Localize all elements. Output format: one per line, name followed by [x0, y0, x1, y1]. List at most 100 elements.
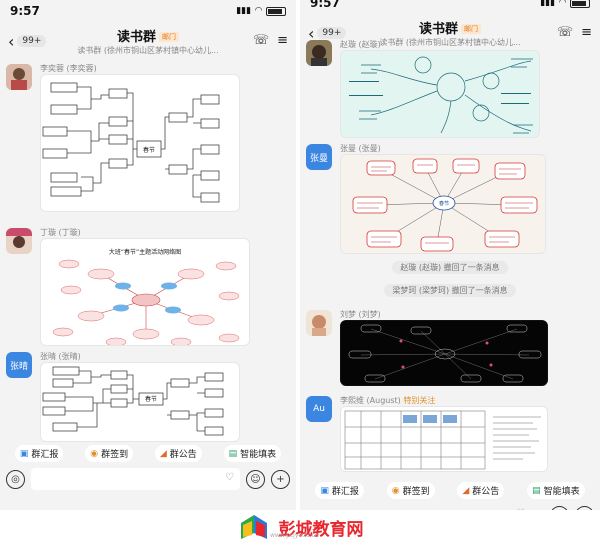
recall-notice: 赵璇 (赵璇) 撤回了一条消息: [300, 261, 600, 274]
message-item: 刘梦 (刘梦): [306, 310, 594, 390]
signal-icon: ▮▮▮: [540, 0, 556, 8]
message-item: 张曼 张曼 (张曼) 春节: [306, 144, 594, 254]
emoji-icon[interactable]: ☺: [246, 469, 265, 489]
sender-name: 张曼 (张曼): [340, 144, 381, 153]
form-icon: ▤: [532, 485, 541, 496]
message-item: 丁璇 (丁璇) 大班“春节”主题活动网络图: [6, 228, 290, 348]
battery-icon: [266, 6, 286, 16]
avatar-text: Au: [313, 404, 325, 414]
tool-group-signin[interactable]: ◉群签到: [386, 482, 435, 499]
status-bar: 9:57 ▮▮▮ ◠: [300, 0, 600, 14]
mindmap-drawing: 春节: [42, 82, 220, 203]
menu-icon[interactable]: ≡: [581, 25, 592, 40]
unread-count-badge[interactable]: 99+: [17, 35, 47, 47]
like-icon[interactable]: ♡: [225, 472, 234, 483]
plus-icon[interactable]: +: [271, 469, 290, 489]
unread-count-badge[interactable]: 99+: [317, 27, 347, 39]
mindmap-image[interactable]: 春节: [40, 74, 240, 212]
recall-notice: 梁梦珂 (梁梦珂) 撤回了一条消息: [300, 284, 600, 297]
chat-header: ‹ 99+ 读书群邮门 读书群 (徐州市铜山区茅村镇中心幼儿... ☏ ≡: [0, 22, 296, 60]
watermark-footer: 彭城教育网: [0, 510, 600, 544]
mindmap-center-label: 春节: [145, 395, 157, 403]
mindmap-image[interactable]: 春节: [40, 362, 240, 442]
mindmap-image[interactable]: [340, 320, 548, 386]
mindmap-image[interactable]: [340, 50, 540, 138]
notice-icon: ◢: [462, 485, 470, 496]
chat-title: 读书群: [116, 30, 156, 45]
avatar[interactable]: 张晴: [6, 352, 32, 378]
signin-icon: ◉: [90, 448, 99, 459]
tool-group-notice[interactable]: ◢群公告: [154, 445, 202, 462]
back-icon[interactable]: ‹: [8, 31, 15, 51]
form-icon: ▤: [228, 448, 238, 459]
wifi-icon: ◠: [255, 6, 262, 16]
card-title: 大班“春节”主题活动网络图: [108, 249, 182, 256]
chat-subtitle: 读书群 (徐州市铜山区茅村镇中心幼儿...: [77, 46, 219, 55]
mindmap-center-label: 春节: [143, 146, 155, 154]
signin-icon: ◉: [391, 485, 400, 496]
sender-name: 李熙维 (August) 特别关注: [340, 396, 436, 405]
mindmap-drawing: [341, 407, 547, 471]
signal-icon: ▮▮▮: [236, 6, 252, 16]
report-icon: ▣: [19, 448, 29, 459]
sender-name: 刘梦 (刘梦): [340, 310, 381, 319]
hot-tag: 邮门: [461, 23, 481, 34]
sender-name: 李奕蓉 (李奕蓉): [40, 64, 97, 73]
avatar-photo: [6, 64, 32, 90]
tool-group-notice[interactable]: ◢群公告: [457, 482, 505, 499]
back-icon[interactable]: ‹: [308, 23, 315, 43]
mindmap-image[interactable]: 春节: [340, 154, 546, 254]
status-time: 9:57: [10, 4, 40, 18]
mindmap-center-label: 春节: [439, 200, 449, 207]
tool-group-report[interactable]: ▣群汇报: [14, 445, 64, 462]
left-phone-screen: 9:57 ▮▮▮ ◠ ‹ 99+ 读书群邮门 读书群 (徐州市铜山区茅村镇中心幼…: [0, 0, 296, 510]
tool-smart-form[interactable]: ▤智能填表: [527, 482, 585, 499]
mindmap-image[interactable]: 大班“春节”主题活动网络图: [40, 238, 250, 346]
call-icon[interactable]: ☏: [556, 25, 574, 40]
brand-name: 彭城教育网: [278, 519, 364, 540]
status-bar: 9:57 ▮▮▮ ◠: [0, 0, 296, 22]
notice-icon: ◢: [159, 448, 167, 459]
tool-smart-form[interactable]: ▤智能填表: [223, 445, 282, 462]
mindmap-drawing: 春节: [341, 155, 545, 253]
battery-icon: [570, 0, 590, 8]
tool-group-signin[interactable]: ◉群签到: [85, 445, 134, 462]
mindmap-drawing: [52, 259, 240, 345]
right-phone-screen: 9:57 ▮▮▮ ◠ ‹ 99+ 读书群邮门 读书群 (徐州市铜山区茅村镇中心幼…: [300, 0, 600, 510]
avatar-photo: [6, 228, 32, 254]
mindmap-drawing: [341, 321, 547, 385]
avatar[interactable]: [306, 310, 332, 336]
sender-name: 张晴 (张晴): [40, 352, 81, 361]
brand-url: www.pcjyedu.cn: [270, 532, 319, 539]
avatar[interactable]: [6, 228, 32, 254]
call-icon[interactable]: ☏: [252, 33, 270, 48]
avatar-text: 张晴: [9, 361, 28, 372]
hot-tag: 邮门: [159, 31, 179, 42]
mindmap-drawing: [341, 51, 539, 137]
chat-title-block[interactable]: 读书群邮门 读书群 (徐州市铜山区茅村镇中心幼儿...: [360, 18, 540, 48]
avatar-photo: [306, 40, 332, 66]
avatar[interactable]: 张曼: [306, 144, 332, 170]
book-logo-icon: [240, 515, 267, 539]
chat-header: ‹ 99+ 读书群邮门 读书群 (徐州市铜山区茅村镇中心幼儿... ☏ ≡: [300, 14, 600, 52]
voice-icon[interactable]: ◎: [6, 469, 25, 489]
quick-tools-bar: ▣群汇报 ◉群签到 ◢群公告 ▤智能填表: [300, 482, 600, 499]
avatar[interactable]: Au: [306, 396, 332, 422]
status-time: 9:57: [310, 0, 340, 10]
message-input-bar: ◎ ♡ ☺ +: [0, 464, 296, 494]
avatar-photo: [306, 310, 332, 336]
avatar[interactable]: [306, 40, 332, 66]
mindmap-image[interactable]: [340, 406, 548, 472]
message-item: 李奕蓉 (李奕蓉) 春节: [6, 64, 290, 214]
message-item: 赵璇 (赵璇): [306, 40, 594, 140]
tool-group-report[interactable]: ▣群汇报: [315, 482, 364, 499]
avatar[interactable]: [6, 64, 32, 90]
menu-icon[interactable]: ≡: [277, 33, 288, 48]
avatar-text: 张曼: [309, 153, 328, 164]
message-item: Au 李熙维 (August) 特别关注: [306, 396, 594, 478]
message-input[interactable]: ♡: [31, 468, 240, 490]
sender-name: 赵璇 (赵璇): [340, 40, 381, 49]
chat-title-block[interactable]: 读书群邮门 读书群 (徐州市铜山区茅村镇中心幼儿...: [58, 26, 238, 56]
report-icon: ▣: [320, 485, 329, 496]
sender-name: 丁璇 (丁璇): [40, 228, 81, 237]
